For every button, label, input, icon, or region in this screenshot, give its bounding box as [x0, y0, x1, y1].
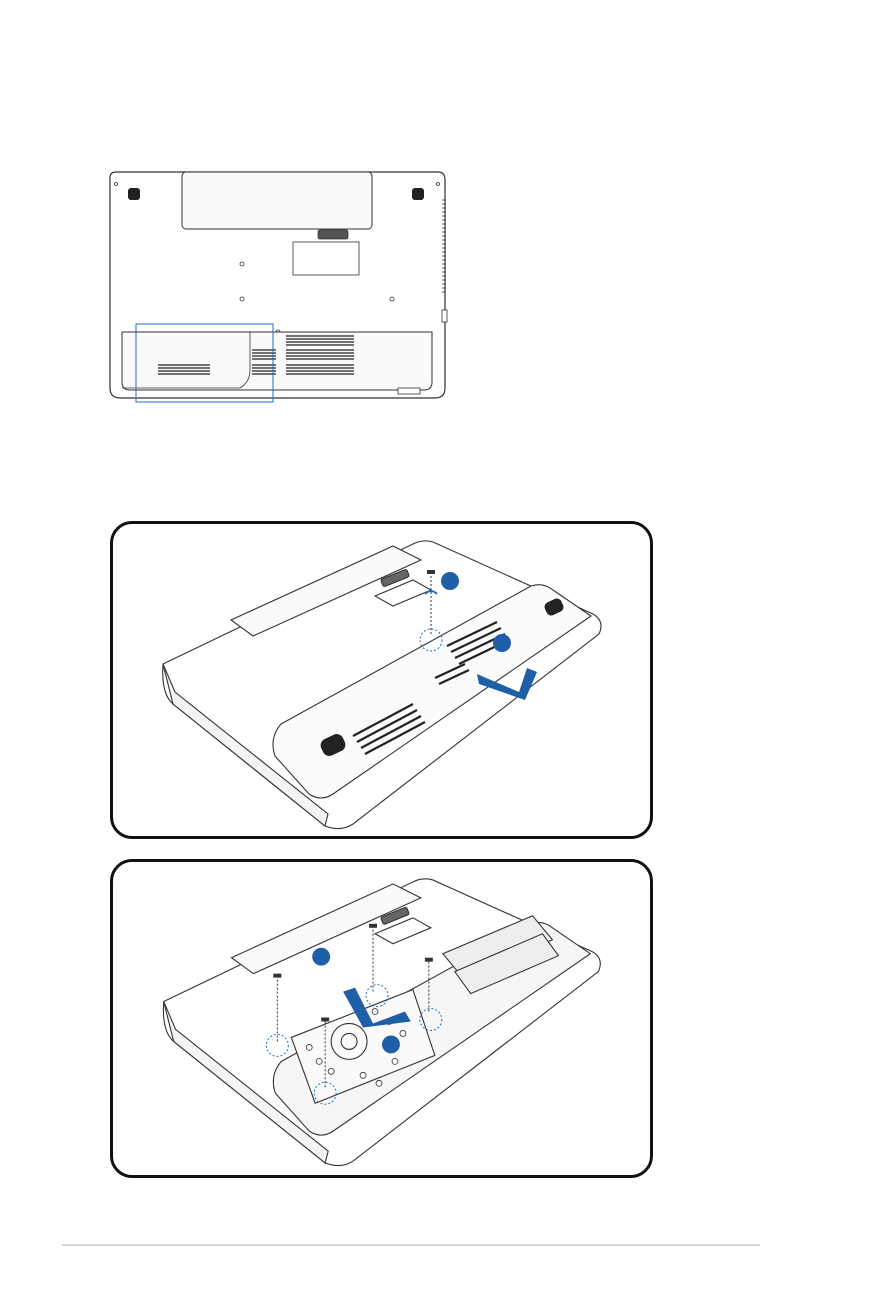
screw-callout [365, 984, 389, 1008]
screw [273, 973, 282, 978]
step-badge-1 [312, 947, 331, 966]
rubber-foot [128, 188, 140, 200]
front-edge [162, 663, 329, 827]
side-slot [441, 309, 448, 323]
hdd-cover-edge [122, 331, 251, 389]
screw [321, 1017, 330, 1022]
rubber-foot [544, 598, 564, 616]
cover-tab [397, 387, 421, 395]
lift-arrow [477, 668, 537, 700]
screw-callout [313, 1081, 337, 1105]
rubber-foot [320, 734, 346, 756]
front-edge [163, 1001, 329, 1164]
screw-callout [265, 1033, 289, 1057]
compartment-cover [121, 331, 433, 391]
rotate-arrow [424, 590, 438, 595]
battery-latch [380, 906, 410, 925]
screw [427, 570, 435, 574]
compartment-cover [272, 584, 592, 799]
laptop-bottom-diagram [100, 160, 460, 410]
remove-hdd-illustration [162, 878, 601, 1167]
screw [424, 957, 433, 962]
battery-area [229, 545, 423, 637]
battery-bay [181, 171, 373, 230]
label-area [373, 917, 433, 945]
screw-callout [419, 628, 443, 652]
memory-module [441, 915, 554, 979]
rubber-foot [412, 188, 424, 200]
slide-arrow [343, 987, 411, 1028]
step-panel-remove-cover [110, 521, 653, 839]
remove-cover-illustration [162, 540, 602, 830]
battery-latch [380, 569, 410, 587]
label-area [292, 241, 360, 276]
step-panel-remove-hdd [110, 859, 653, 1178]
battery-latch [317, 229, 349, 240]
screw-callout [419, 1008, 443, 1031]
step-badge-2 [493, 634, 511, 652]
laptop-bottom-svg [109, 171, 448, 403]
step-badge-2 [381, 1035, 400, 1054]
memory-module [453, 933, 560, 995]
footer-rule [62, 1244, 760, 1246]
step-badge-1 [441, 572, 459, 590]
screw [369, 923, 378, 928]
highlight-box [135, 323, 274, 403]
hdd-spindle [330, 1022, 368, 1060]
battery-area [230, 883, 423, 975]
